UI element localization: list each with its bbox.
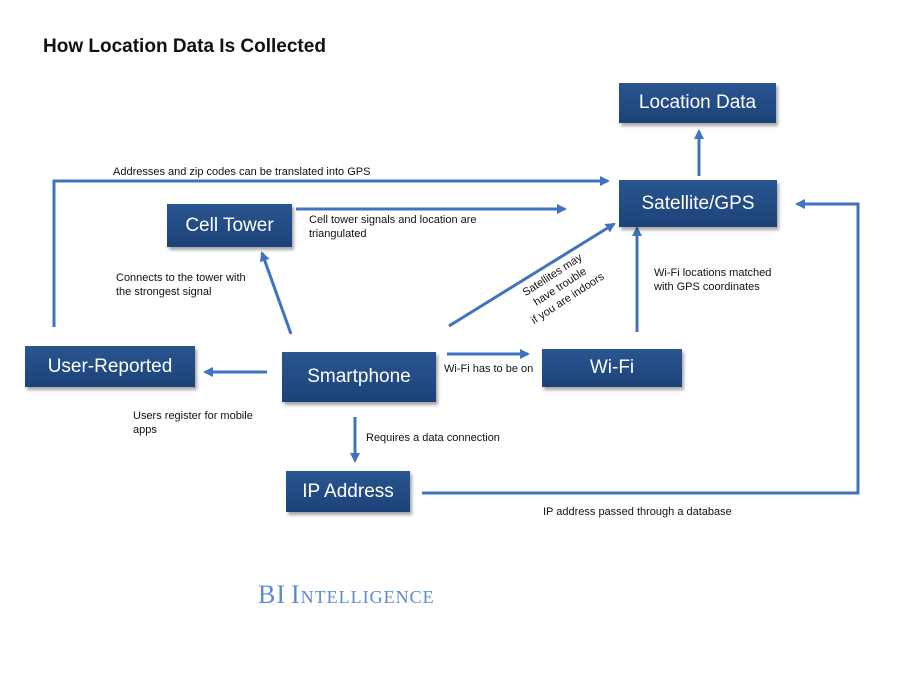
label-addresses: Addresses and zip codes can be translate… [113, 166, 371, 178]
brand-intelligence: Intelligence [291, 580, 435, 609]
label-line: the strongest signal [116, 286, 212, 298]
label-line: Connects to the tower with [116, 272, 246, 284]
node-smartphone: Smartphone [282, 352, 436, 402]
label-line: Wi-Fi locations matched [654, 267, 772, 279]
label-wifi-on: Wi-Fi has to be on [444, 363, 534, 375]
arrow-smartphone-to-satellite [448, 222, 616, 328]
label-wifi-matched: Wi-Fi locations matched with GPS coordin… [654, 266, 771, 294]
diagram-title: How Location Data Is Collected [43, 36, 326, 57]
node-satellite-gps: Satellite/GPS [619, 180, 777, 227]
label-line: Cell tower signals and location are [309, 214, 477, 226]
label-cell-triangulated: Cell tower signals and location are tria… [309, 213, 477, 241]
node-ip-address: IP Address [286, 471, 410, 512]
label-line: with GPS coordinates [654, 281, 760, 293]
label-data-connection: Requires a data connection [366, 432, 500, 444]
node-location-data: Location Data [619, 83, 776, 123]
node-wifi: Wi-Fi [542, 349, 682, 387]
arrow-ip-to-satellite [422, 199, 860, 495]
label-ip-database: IP address passed through a database [543, 506, 732, 518]
label-connects-tower: Connects to the tower with the strongest… [116, 271, 246, 299]
label-users-register: Users register for mobile apps [133, 409, 253, 437]
node-cell-tower: Cell Tower [167, 204, 292, 247]
label-line: Users register for mobile [133, 410, 253, 422]
label-line: triangulated [309, 228, 367, 240]
arrow-user-to-satellite [52, 176, 610, 327]
label-line: apps [133, 424, 157, 436]
brand-bi: BI [258, 580, 286, 609]
arrow-smartphone-to-cell [259, 251, 293, 335]
node-user-reported: User-Reported [25, 346, 195, 387]
bi-intelligence-logo: BI Intelligence [258, 580, 435, 610]
